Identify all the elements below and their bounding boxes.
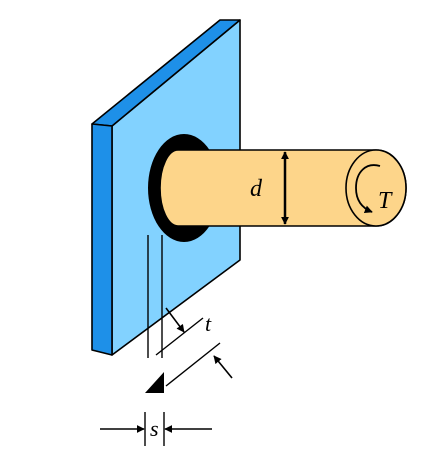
weld-fillet-section — [145, 372, 164, 393]
weld-leg-label: t — [205, 311, 212, 336]
shaft-end-face — [345, 149, 407, 227]
weld-leg-arrow-upper — [165, 307, 185, 333]
diameter-label: d — [250, 176, 263, 202]
weld-size-label: s — [150, 416, 159, 441]
weld-leg-dimension-line-lower — [165, 342, 221, 387]
weld-leg-arrow-lower — [213, 355, 233, 379]
torque-arrow — [355, 164, 381, 214]
weld-leg-dimension-line-upper — [155, 317, 204, 356]
shaft — [159, 149, 407, 227]
torque-label: T — [378, 188, 393, 214]
plate-side-edge — [91, 123, 113, 356]
weld-section-detail — [100, 235, 233, 446]
